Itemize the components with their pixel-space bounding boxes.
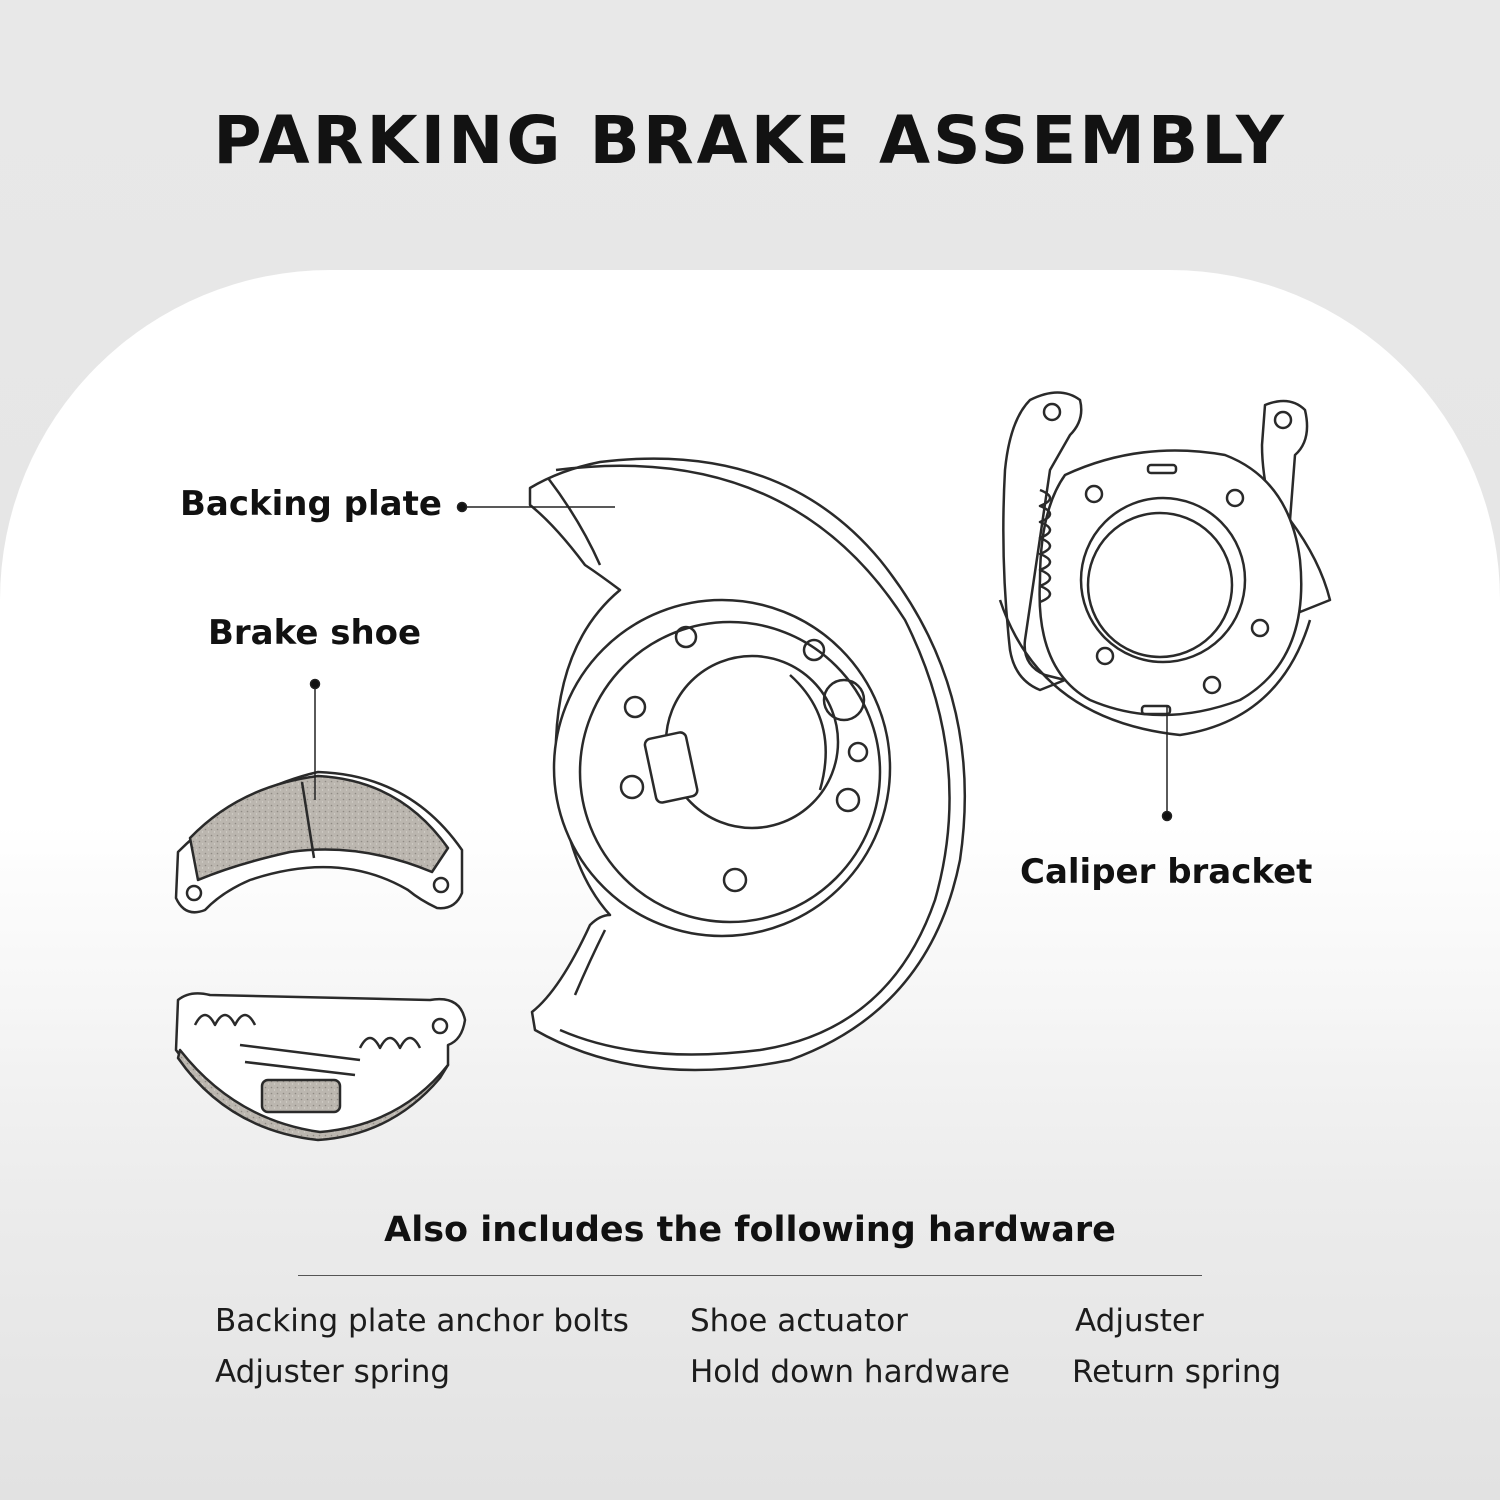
leader-lines (309, 501, 1173, 822)
backing-plate-label: Backing plate (180, 484, 442, 524)
hardware-heading: Also includes the following hardware (384, 1210, 1116, 1250)
bolt-hole (822, 678, 866, 722)
hardware-item: Shoe actuator (690, 1303, 908, 1339)
bracket-bore-inner (1086, 511, 1234, 659)
page-title: PARKING BRAKE ASSEMBLY (213, 102, 1287, 179)
center-bore (664, 654, 840, 830)
bolt-hole (674, 625, 698, 649)
bolt-hole (623, 695, 647, 719)
brake-shoe-label: Brake shoe (208, 613, 422, 653)
hub-face (578, 620, 882, 924)
backing-plate-drawing (528, 457, 967, 1072)
backing-plate-inner-rim (555, 464, 951, 1056)
caliper-bracket-label: Caliper bracket (1020, 852, 1313, 892)
brake-shoe-drawing (174, 770, 464, 914)
caliper-bracket-drawing (998, 391, 1332, 737)
hardware-item: Hold down hardware (690, 1354, 1010, 1390)
backing-plate-edge (547, 477, 602, 566)
bracket-bolt-hole (1084, 484, 1104, 504)
backing-plate-lower-edge (573, 929, 607, 996)
adjuster-link (244, 1060, 356, 1077)
bracket-bolt-hole (1250, 618, 1270, 638)
bracket-bore (1079, 496, 1247, 664)
adjuster-block (643, 731, 699, 804)
hardware-item: Adjuster (1075, 1303, 1204, 1339)
bolt-hole (802, 638, 826, 662)
lining-groove (300, 781, 316, 859)
bracket-mount-hole (1042, 402, 1062, 422)
return-spring-right (358, 1036, 422, 1050)
hardware-item: Return spring (1072, 1354, 1282, 1390)
return-spring-left (193, 1013, 257, 1027)
hardware-divider (298, 1275, 1202, 1276)
mounting-hole (432, 876, 450, 894)
lower-mounting-hole (431, 1017, 449, 1035)
bracket-mount-hole (1273, 410, 1293, 430)
mounting-hole (185, 884, 203, 902)
hardware-item: Backing plate anchor bolts (215, 1303, 629, 1339)
bracket-bolt-hole (1095, 646, 1115, 666)
brake-shoe-leader-dot (309, 678, 321, 690)
bracket-outline-lower (998, 599, 1312, 737)
bolt-hole (847, 741, 869, 763)
bolt-hole (835, 787, 861, 813)
bracket-spring (1038, 488, 1052, 604)
lower-shoe-web (174, 992, 467, 1137)
hardware-item: Adjuster spring (215, 1354, 451, 1390)
center-bore-depth (789, 674, 827, 791)
bracket-slot (1140, 704, 1172, 716)
shoe-actuator (260, 1078, 342, 1114)
adjuster-link (239, 1043, 361, 1062)
caliper-bracket-leader-dot (1161, 810, 1173, 822)
bolt-hole (619, 774, 645, 800)
backing-plate-leader-dot (456, 501, 468, 513)
brake-shoe-lining (188, 774, 450, 882)
brake-shoe-hardware-drawing (174, 992, 467, 1142)
bolt-hole (722, 867, 748, 893)
bracket-bolt-hole (1225, 488, 1245, 508)
bracket-slot (1146, 463, 1178, 475)
bracket-plate (1038, 449, 1303, 717)
caliper-bracket-arm-left (1002, 391, 1083, 692)
bracket-bolt-hole (1202, 675, 1222, 695)
lower-shoe-lining (176, 1048, 450, 1142)
